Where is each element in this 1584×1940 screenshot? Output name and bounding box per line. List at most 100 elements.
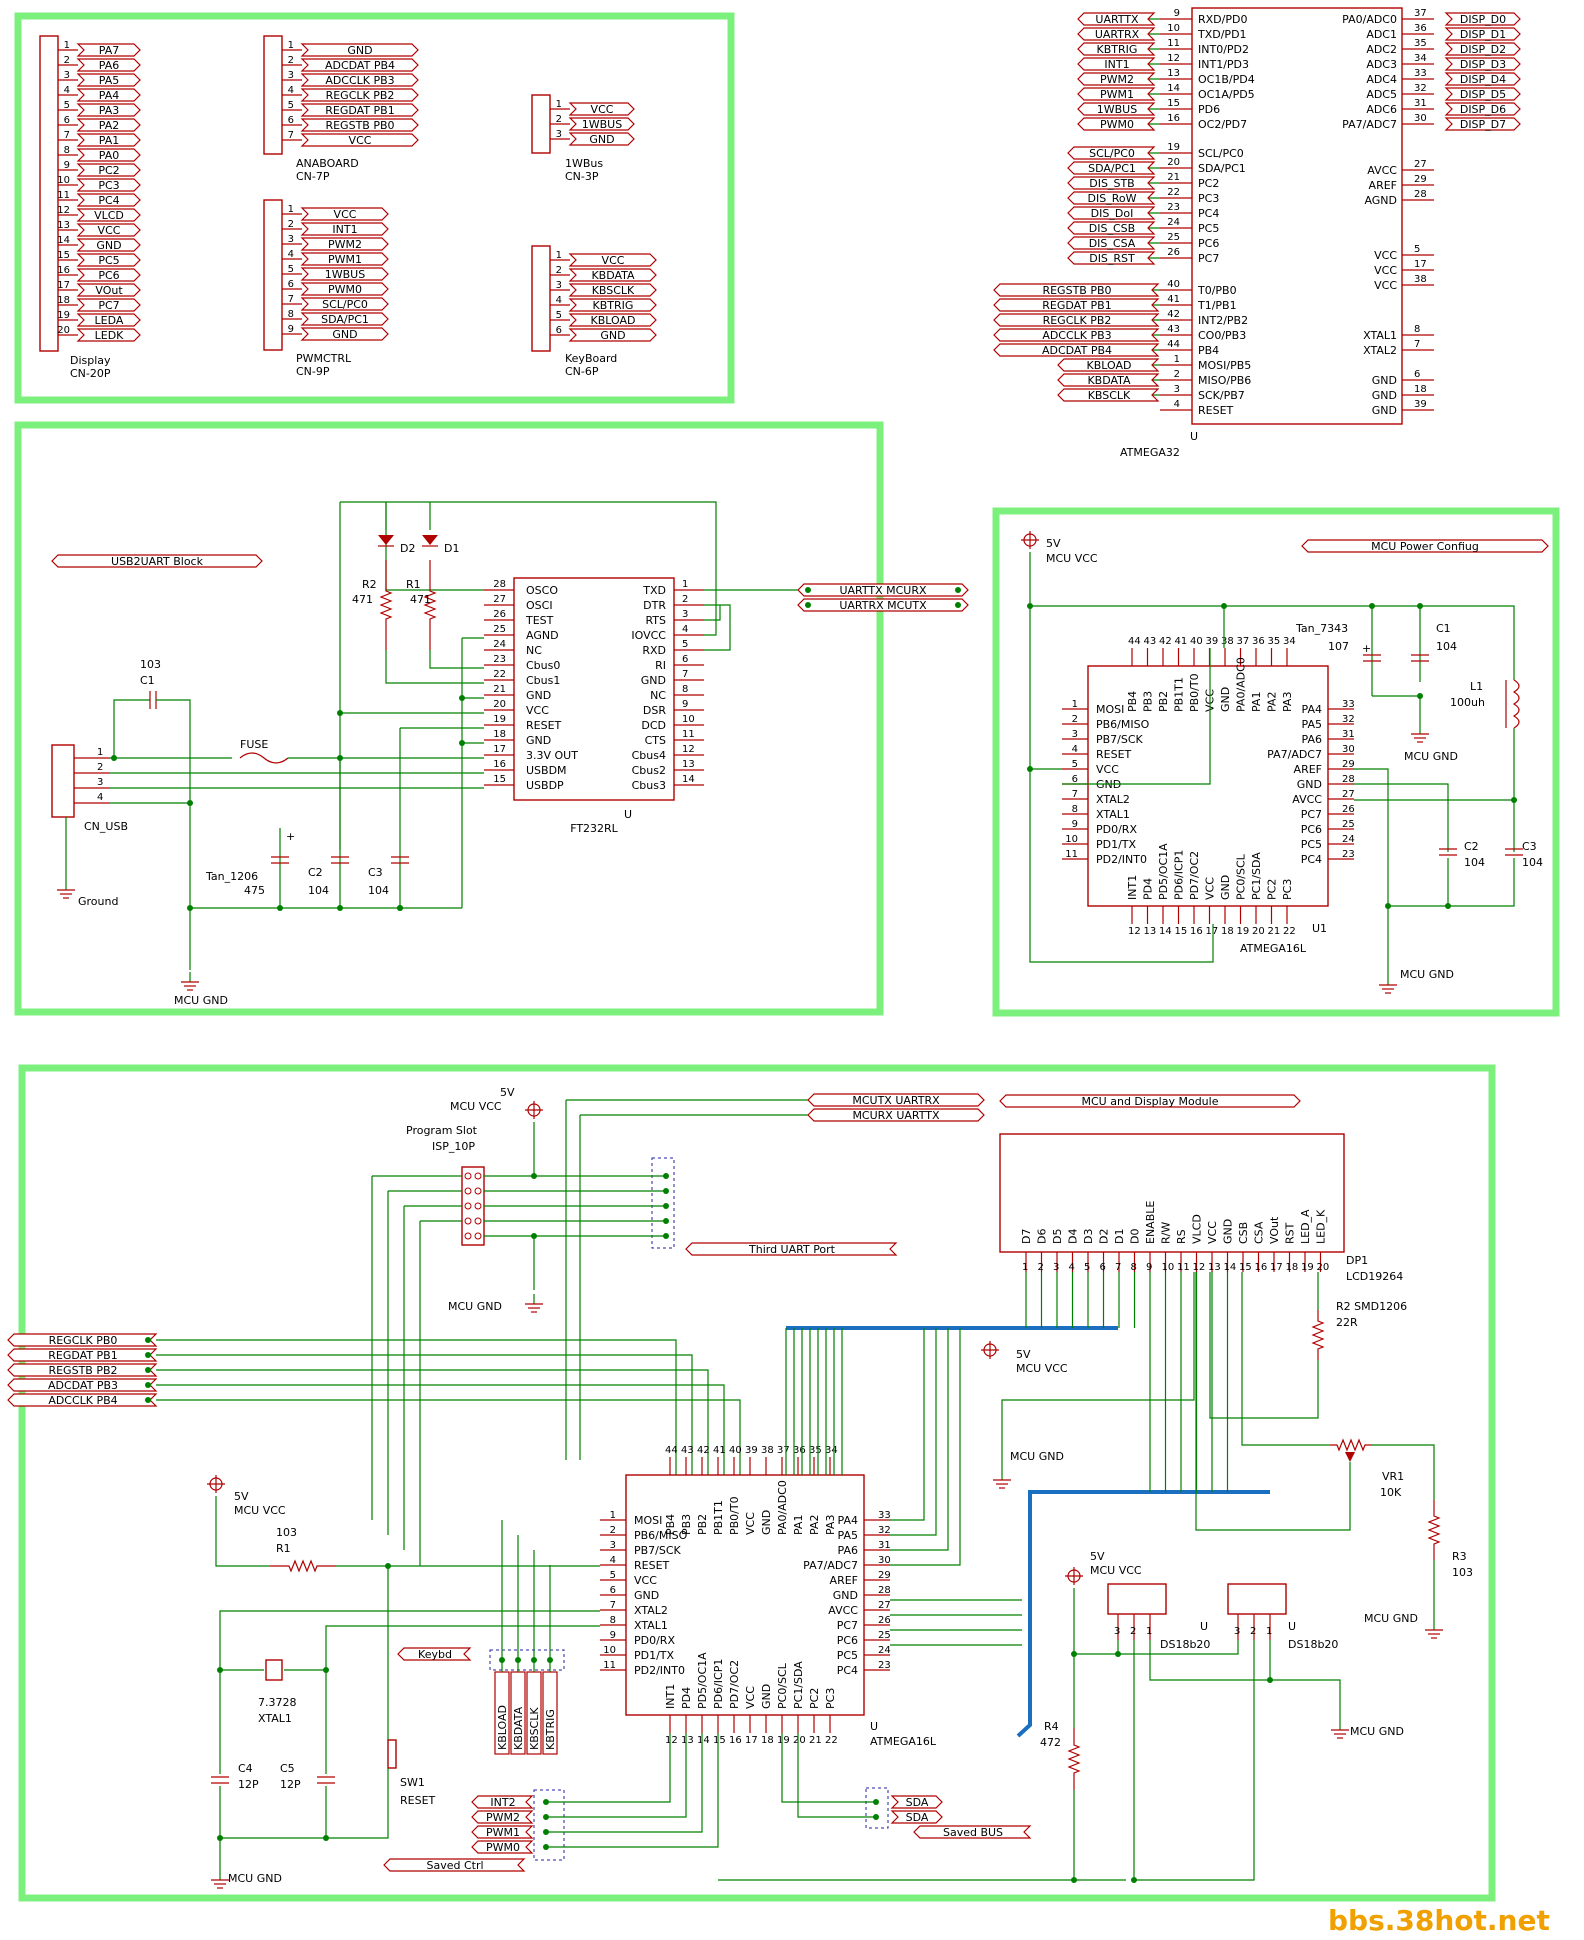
u1-bottom-pin-name: GND <box>1219 875 1232 900</box>
wire <box>1387 858 1449 975</box>
junction-dot <box>531 1657 537 1663</box>
display-connector-pin-15-text: PC5 <box>98 254 119 267</box>
usb-pin-num: 3 <box>97 777 103 788</box>
wire <box>156 699 191 803</box>
u1-top-pin-num: 41 <box>1175 636 1188 647</box>
atmega32-net-11-text: KBTRIG <box>1097 43 1138 56</box>
wire <box>890 1328 925 1521</box>
r3-mcu-gnd-label: MCU GND <box>1364 1612 1418 1625</box>
u1-left-pin-num: 8 <box>1072 804 1078 815</box>
anaboard-connector-pin-5-text: REGDAT PB1 <box>325 104 394 117</box>
junction-dot <box>663 1173 669 1179</box>
u1-top-pin-name: PB2 <box>1157 691 1170 712</box>
onewbus-connector-pin-2 <box>568 117 635 131</box>
atmega32-net-32-text: DISP_D5 <box>1460 88 1506 101</box>
ft232rl-pin-name: RI <box>655 659 666 672</box>
u1-bottom-pin-num: 14 <box>1159 926 1172 937</box>
u-top-pin-num: 34 <box>825 1445 838 1456</box>
atmega32-pin-num: 37 <box>1414 8 1427 19</box>
ft232rl-pin-num: 21 <box>493 684 506 695</box>
r4-val: 472 <box>1040 1736 1061 1749</box>
r3-val: 103 <box>1452 1566 1473 1579</box>
ds2-pin-num: 3 <box>1234 1626 1240 1637</box>
isp-pin <box>474 1187 482 1195</box>
keyboard-connector-pin-num: 4 <box>556 295 562 306</box>
ft232rl-pin-num: 19 <box>493 714 506 725</box>
isp-pin <box>474 1217 482 1225</box>
ft232rl-pin-name: USBDM <box>526 764 567 777</box>
junction-dot <box>873 1814 879 1820</box>
atmega32-pin-num: 28 <box>1414 189 1427 200</box>
u-top-pin-name: PA2 <box>808 1515 821 1535</box>
ds18b20-2-body <box>1227 1583 1287 1615</box>
u1-right-pin-name: PC4 <box>1301 853 1322 866</box>
u-top-pin-num: 40 <box>729 1445 742 1456</box>
display-connector-pin-num: 6 <box>64 115 70 126</box>
u-left-pin-num: 2 <box>610 1525 616 1536</box>
atmega32-pin-num: 38 <box>1414 274 1427 285</box>
lcd-pin-num: 14 <box>1224 1262 1237 1273</box>
junction-dot <box>1445 903 1451 909</box>
display-connector-pin-num: 2 <box>64 55 70 66</box>
saved-bus-sda-2-text: SDA <box>906 1811 929 1824</box>
junction-dot <box>805 587 811 593</box>
lcd-pin-name: R/W <box>1160 1222 1173 1244</box>
pwmctrl-connector-pin-num: 7 <box>288 294 294 305</box>
isp-pin <box>474 1172 482 1180</box>
keyboard-connector-pin-2 <box>568 268 657 282</box>
atmega32-net-25-text: DIS_CSA <box>1089 237 1136 250</box>
atmega32-pin-num: 6 <box>1414 369 1420 380</box>
display-connector-pin-6-text: PA2 <box>99 119 119 132</box>
lcd-pin-num: 19 <box>1301 1262 1314 1273</box>
saved-ctrl-net-0-text: INT2 <box>490 1796 515 1809</box>
power-mcu-gnd-label: MCU GND <box>1404 750 1458 763</box>
ft232rl-pin-name: DTR <box>643 599 666 612</box>
display-connector-pin-19 <box>76 313 141 327</box>
display-connector-pin-20 <box>76 328 141 342</box>
ft232rl-pin-num: 14 <box>682 774 695 785</box>
u1-top-pin-name: PA1 <box>1250 692 1263 712</box>
atmega32-pin-num: 20 <box>1167 157 1180 168</box>
pwmctrl-connector-pin-num: 4 <box>288 249 294 260</box>
tan7343-plus: + <box>1362 642 1371 655</box>
saved-bus-box <box>865 1787 889 1829</box>
display-connector-pin-12-text: VLCD <box>94 209 124 222</box>
u1-bottom-pin-name: PD5/OC1A <box>1157 843 1170 900</box>
c3-ref: C3 <box>368 866 383 879</box>
u-bottom-pin-name: INT1 <box>664 1684 677 1709</box>
saved-ctrl-label-text: Saved Ctrl <box>426 1859 483 1872</box>
u1-top-pin-num: 34 <box>1283 636 1296 647</box>
wire <box>546 1733 719 1848</box>
atmega32-pin-name: T0/PB0 <box>1197 284 1237 297</box>
display-connector-pin-num: 12 <box>57 205 70 216</box>
atmega32-net-19-text: SCL/PC0 <box>1089 147 1135 160</box>
lcd-body <box>999 1133 1345 1253</box>
isp-pin <box>474 1232 482 1240</box>
u1-left-pin-name: RESET <box>1096 748 1132 761</box>
ft232rl-pin-name: TEST <box>525 614 554 627</box>
u-top-pin-name: PA3 <box>824 1515 837 1535</box>
onewbus-connector-body <box>531 94 551 154</box>
isp-pin <box>464 1202 472 1210</box>
third-uart-port-box <box>651 1157 675 1249</box>
atmega32-pin-num: 24 <box>1167 217 1180 228</box>
mcu-left-net-4-text: ADCCLK PB4 <box>48 1394 117 1407</box>
u1-left-pin-name: XTAL2 <box>1096 793 1130 806</box>
junction-dot <box>145 1382 151 1388</box>
pwmctrl-connector-pin-2-text: INT1 <box>332 223 357 236</box>
atmega32-net-23-text: DIS_DoI <box>1091 207 1134 220</box>
pwmctrl-connector-pin-3 <box>300 237 389 251</box>
ft232rl-pin-name: VCC <box>526 704 549 717</box>
atmega32-net-32 <box>1444 87 1521 101</box>
atmega32-pin-num: 18 <box>1414 384 1427 395</box>
junction-dot <box>337 710 343 716</box>
display-connector-pin-14-text: GND <box>96 239 121 252</box>
atmega32-net-25 <box>1067 236 1156 250</box>
display-connector-pin-3 <box>76 73 141 87</box>
c2-val: 104 <box>308 884 329 897</box>
resistor-r1 <box>423 560 437 650</box>
u1-right-pin-name: PA4 <box>1302 703 1322 716</box>
keyboard-connector-pin-num: 1 <box>556 250 562 261</box>
pwmctrl-connector-pin-9 <box>300 327 389 341</box>
